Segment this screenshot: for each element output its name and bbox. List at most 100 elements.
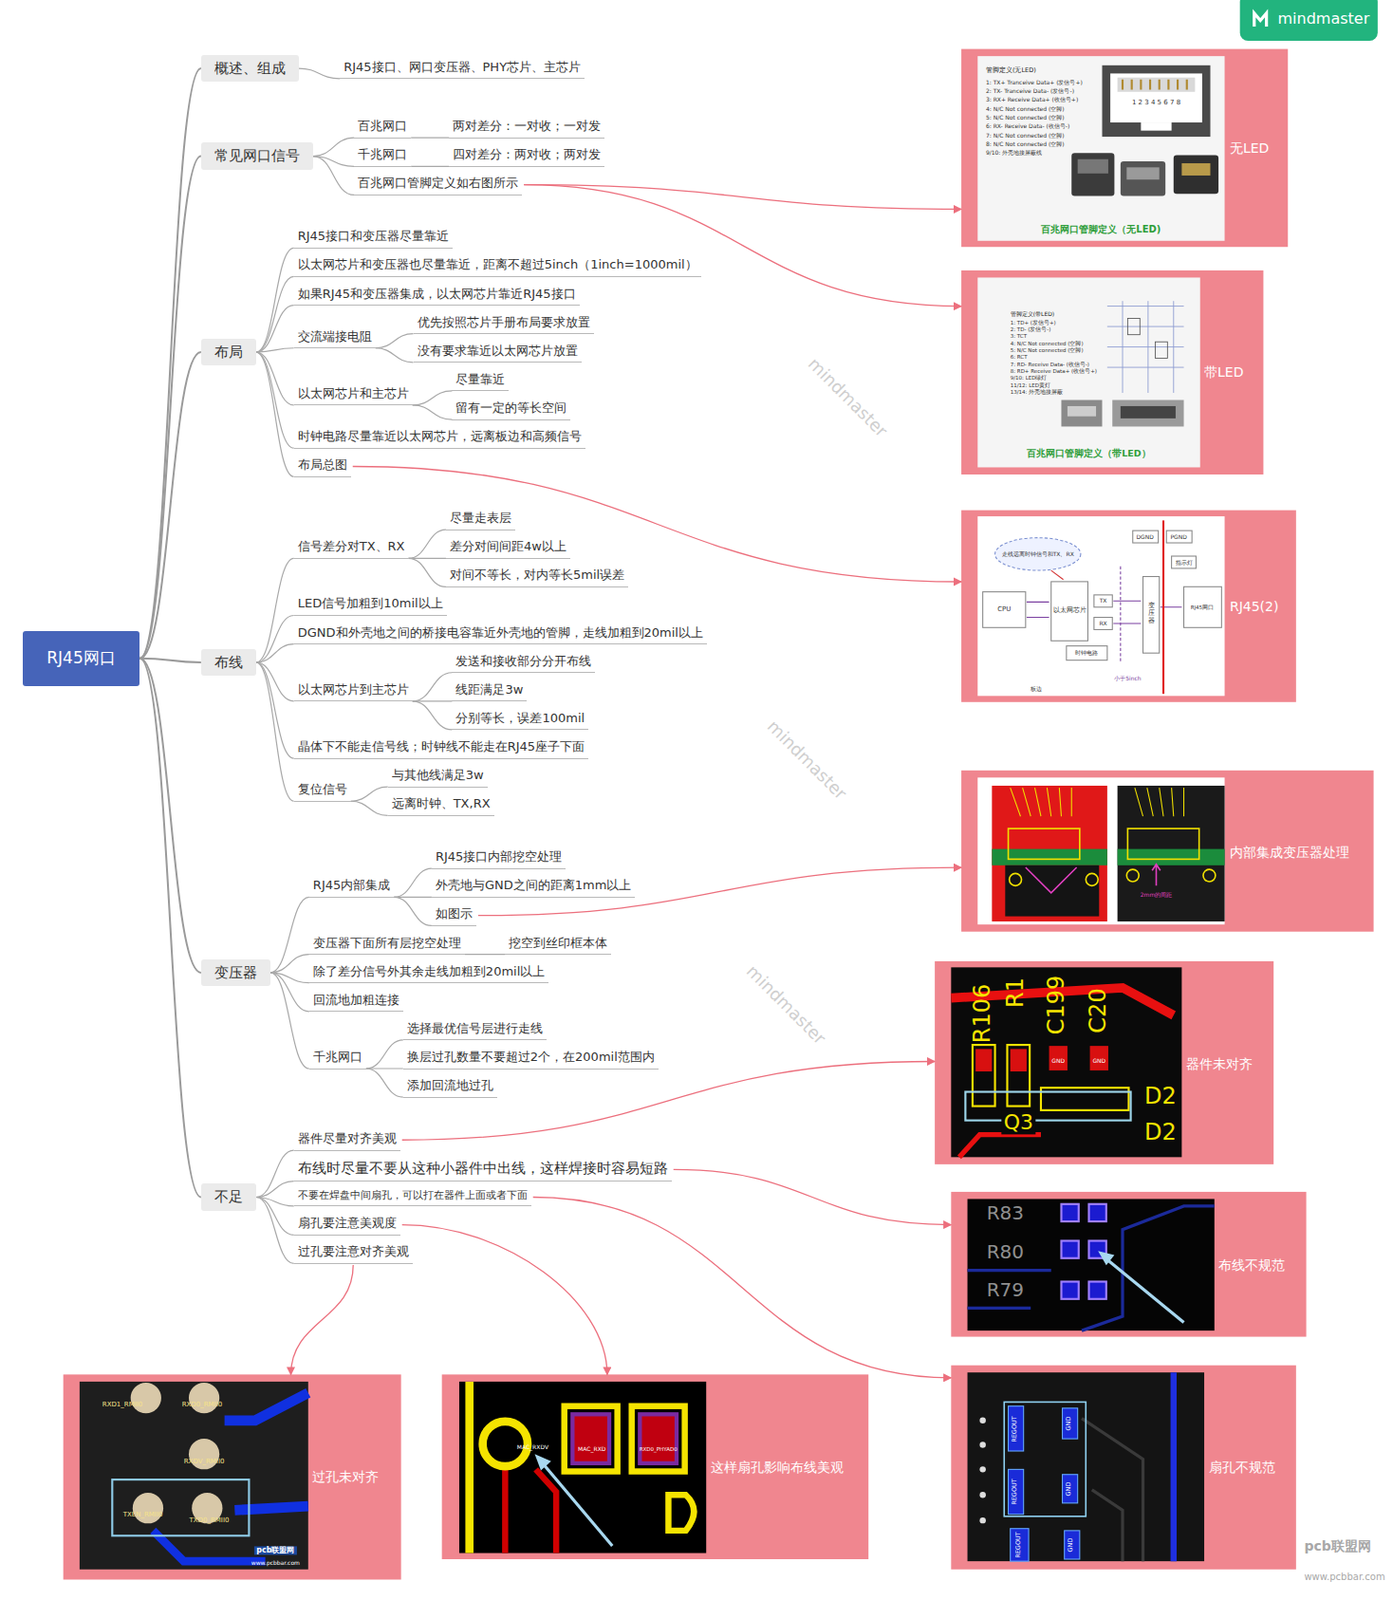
topic-text: 远离时钟、TX,RX [391, 795, 491, 813]
leaf-topic: 信号差分对TX、RX [294, 537, 409, 559]
pad-label: GND [1067, 1538, 1075, 1553]
topic-text: 常见网口信号 [214, 146, 300, 166]
pin-text: 4: N/C Not connected (空脚) [1010, 340, 1084, 347]
topic-text: 选择最优信号层进行走线 [407, 1020, 543, 1038]
topic-text: 布线时尽量不要从这种小器件中出线，这样焊接时容易短路 [297, 1158, 669, 1178]
leaf-topic: 发送和接收部分分开布线 [451, 651, 595, 674]
block-label: CPU [997, 605, 1011, 613]
topic-text: 以太网芯片到主芯片 [297, 681, 409, 699]
reference-arrow [291, 1264, 354, 1375]
topic-text: 四对差分：两对收；两对发 [452, 146, 601, 164]
tree-branch [366, 1040, 404, 1069]
block-label: DGND [1135, 533, 1153, 540]
silkscreen-text: R79 [986, 1279, 1024, 1301]
leaf-topic: 千兆网口 [309, 1047, 367, 1070]
pcb-panel [950, 1365, 1297, 1570]
leaf-topic: 过孔要注意对齐美观 [294, 1242, 413, 1264]
panel-caption: 过孔未对齐 [312, 1467, 379, 1486]
net-label: RXD0_PHYAD0 [639, 1446, 678, 1452]
leaf-topic: LED信号加粗到10mil以上 [294, 594, 447, 616]
net-label: RXD1_RMII0 [102, 1400, 144, 1409]
reference-arrow [352, 465, 962, 582]
topic-text: 尽量靠近 [455, 371, 505, 389]
pin-text: 5: N/C Not connected (空脚) [1010, 347, 1084, 353]
leaf-topic: 选择最优信号层进行走线 [403, 1019, 547, 1041]
tree-branch [256, 615, 295, 663]
leaf-topic: 布线时尽量不要从这种小器件中出线，这样焊接时容易短路 [294, 1157, 672, 1182]
tree-branch [256, 662, 295, 801]
net-label: RXDV_RMII0 [184, 1457, 225, 1466]
pin-text: 3: TCT [1010, 333, 1027, 339]
leaf-topic: 添加回流地过孔 [403, 1076, 498, 1098]
pin-text: 5: N/C Not connected (空脚) [985, 114, 1065, 122]
panel-caption: 布线不规范 [1218, 1256, 1285, 1274]
pin-text: 8: RD+ Receive Data+ (收信号+) [1010, 368, 1097, 374]
silkscreen-text: D2 [1144, 1119, 1177, 1147]
pin-title: 管脚定义(无LED) [985, 68, 1037, 75]
dimension-note: 小于5inch [1114, 675, 1141, 683]
pin-text: 1: TX+ Tranceive Data+ (发信号+) [985, 78, 1083, 86]
topic-text: 布线 [214, 652, 243, 672]
topic-text: 布局 [214, 342, 243, 362]
tree-branch [313, 137, 354, 156]
topic-text: 换层过孔数量不要超过2个，在200mil范围内 [407, 1048, 655, 1066]
pinout-panel [961, 270, 1263, 475]
leaf-topic: 优先按照芯片手册布局要求放置 [413, 313, 595, 335]
pcb-panel [442, 1374, 870, 1560]
topic-text: 变压器 [214, 963, 258, 983]
topic-text: 时钟电路尽量靠近以太网芯片，远离板边和高频信号 [297, 427, 582, 446]
leaf-topic: 线距满足3w [451, 680, 527, 703]
branch-topic: 布线 [201, 649, 257, 676]
topic-text: 扇孔要注意美观度 [297, 1214, 397, 1232]
leaf-topic: 百兆网口 [353, 116, 411, 139]
topic-text: 分别等长，误差100mil [455, 709, 585, 727]
topic-text: RJ45网口 [46, 647, 115, 669]
watermark: mindmaster [803, 354, 892, 443]
leaf-topic: RJ45接口内部挖空处理 [431, 847, 566, 870]
pad-label: GND [1092, 1058, 1106, 1065]
topic-text: RJ45接口、网口变压器、PHY芯片、主芯片 [343, 58, 581, 76]
topic-text: 优先按照芯片手册布局要求放置 [417, 314, 591, 332]
tree-branch [351, 786, 389, 801]
pcb-panel [63, 1374, 402, 1579]
watermark-logo: pcb联盟网 [1303, 1538, 1371, 1554]
tree-branch [408, 529, 446, 558]
tree-branch [412, 390, 453, 406]
leaf-topic: 不要在焊盘中间扇孔，可以打在器件上面或者下面 [294, 1188, 532, 1208]
tree-branch [393, 896, 432, 926]
branch-topic: 常见网口信号 [201, 142, 314, 169]
leaf-topic: 器件尽量对齐美观 [294, 1129, 401, 1152]
tree-branch [256, 1181, 295, 1198]
tree-branch [270, 972, 310, 1012]
leaf-topic: 以太网芯片到主芯片 [294, 680, 413, 703]
topic-text: 千兆网口 [313, 1048, 363, 1066]
leaf-topic: 挖空到丝印框本体 [504, 933, 612, 956]
diagram-note: 走线远离时钟信号和TX、RX [1002, 551, 1075, 558]
tree-branch [375, 348, 414, 363]
leaf-topic: 远离时钟、TX,RX [388, 794, 495, 817]
pin-text: 6: RX- Receive Data- (收信号-) [985, 123, 1070, 131]
pinout-panel [961, 49, 1288, 248]
tree-branch [256, 1197, 295, 1264]
image-panel: 带LED [961, 270, 1263, 475]
image-panel: 这样扇孔影响布线美观 [442, 1374, 870, 1561]
tree-branch [256, 644, 295, 663]
topic-text: 不足 [214, 1187, 243, 1207]
leaf-topic: 外壳地与GND之间的距离1mm以上 [431, 875, 635, 898]
leaf-topic: 扇孔要注意美观度 [294, 1213, 401, 1236]
topic-text: 如图示 [435, 905, 473, 923]
reference-arrow [402, 1060, 935, 1140]
leaf-topic: 尽量走表层 [445, 508, 516, 531]
reference-arrow [402, 1225, 608, 1375]
pad-label: REGOUT [1011, 1415, 1019, 1443]
topic-text: 两对差分：一对收；一对发 [452, 117, 601, 135]
tree-branch [139, 352, 202, 659]
tree-branch [412, 701, 453, 730]
panel-caption: 扇孔不规范 [1208, 1458, 1276, 1476]
pin-text: 2: TX- Tranceive Data- (发信号-) [985, 87, 1075, 94]
pad-label: GND [1051, 1058, 1065, 1065]
pin-title: 管脚定义(带LED) [1010, 311, 1055, 318]
topic-text: RJ45接口和变压器尽量靠近 [297, 227, 449, 245]
watermark-logo: pcb联盟网 [254, 1545, 297, 1555]
